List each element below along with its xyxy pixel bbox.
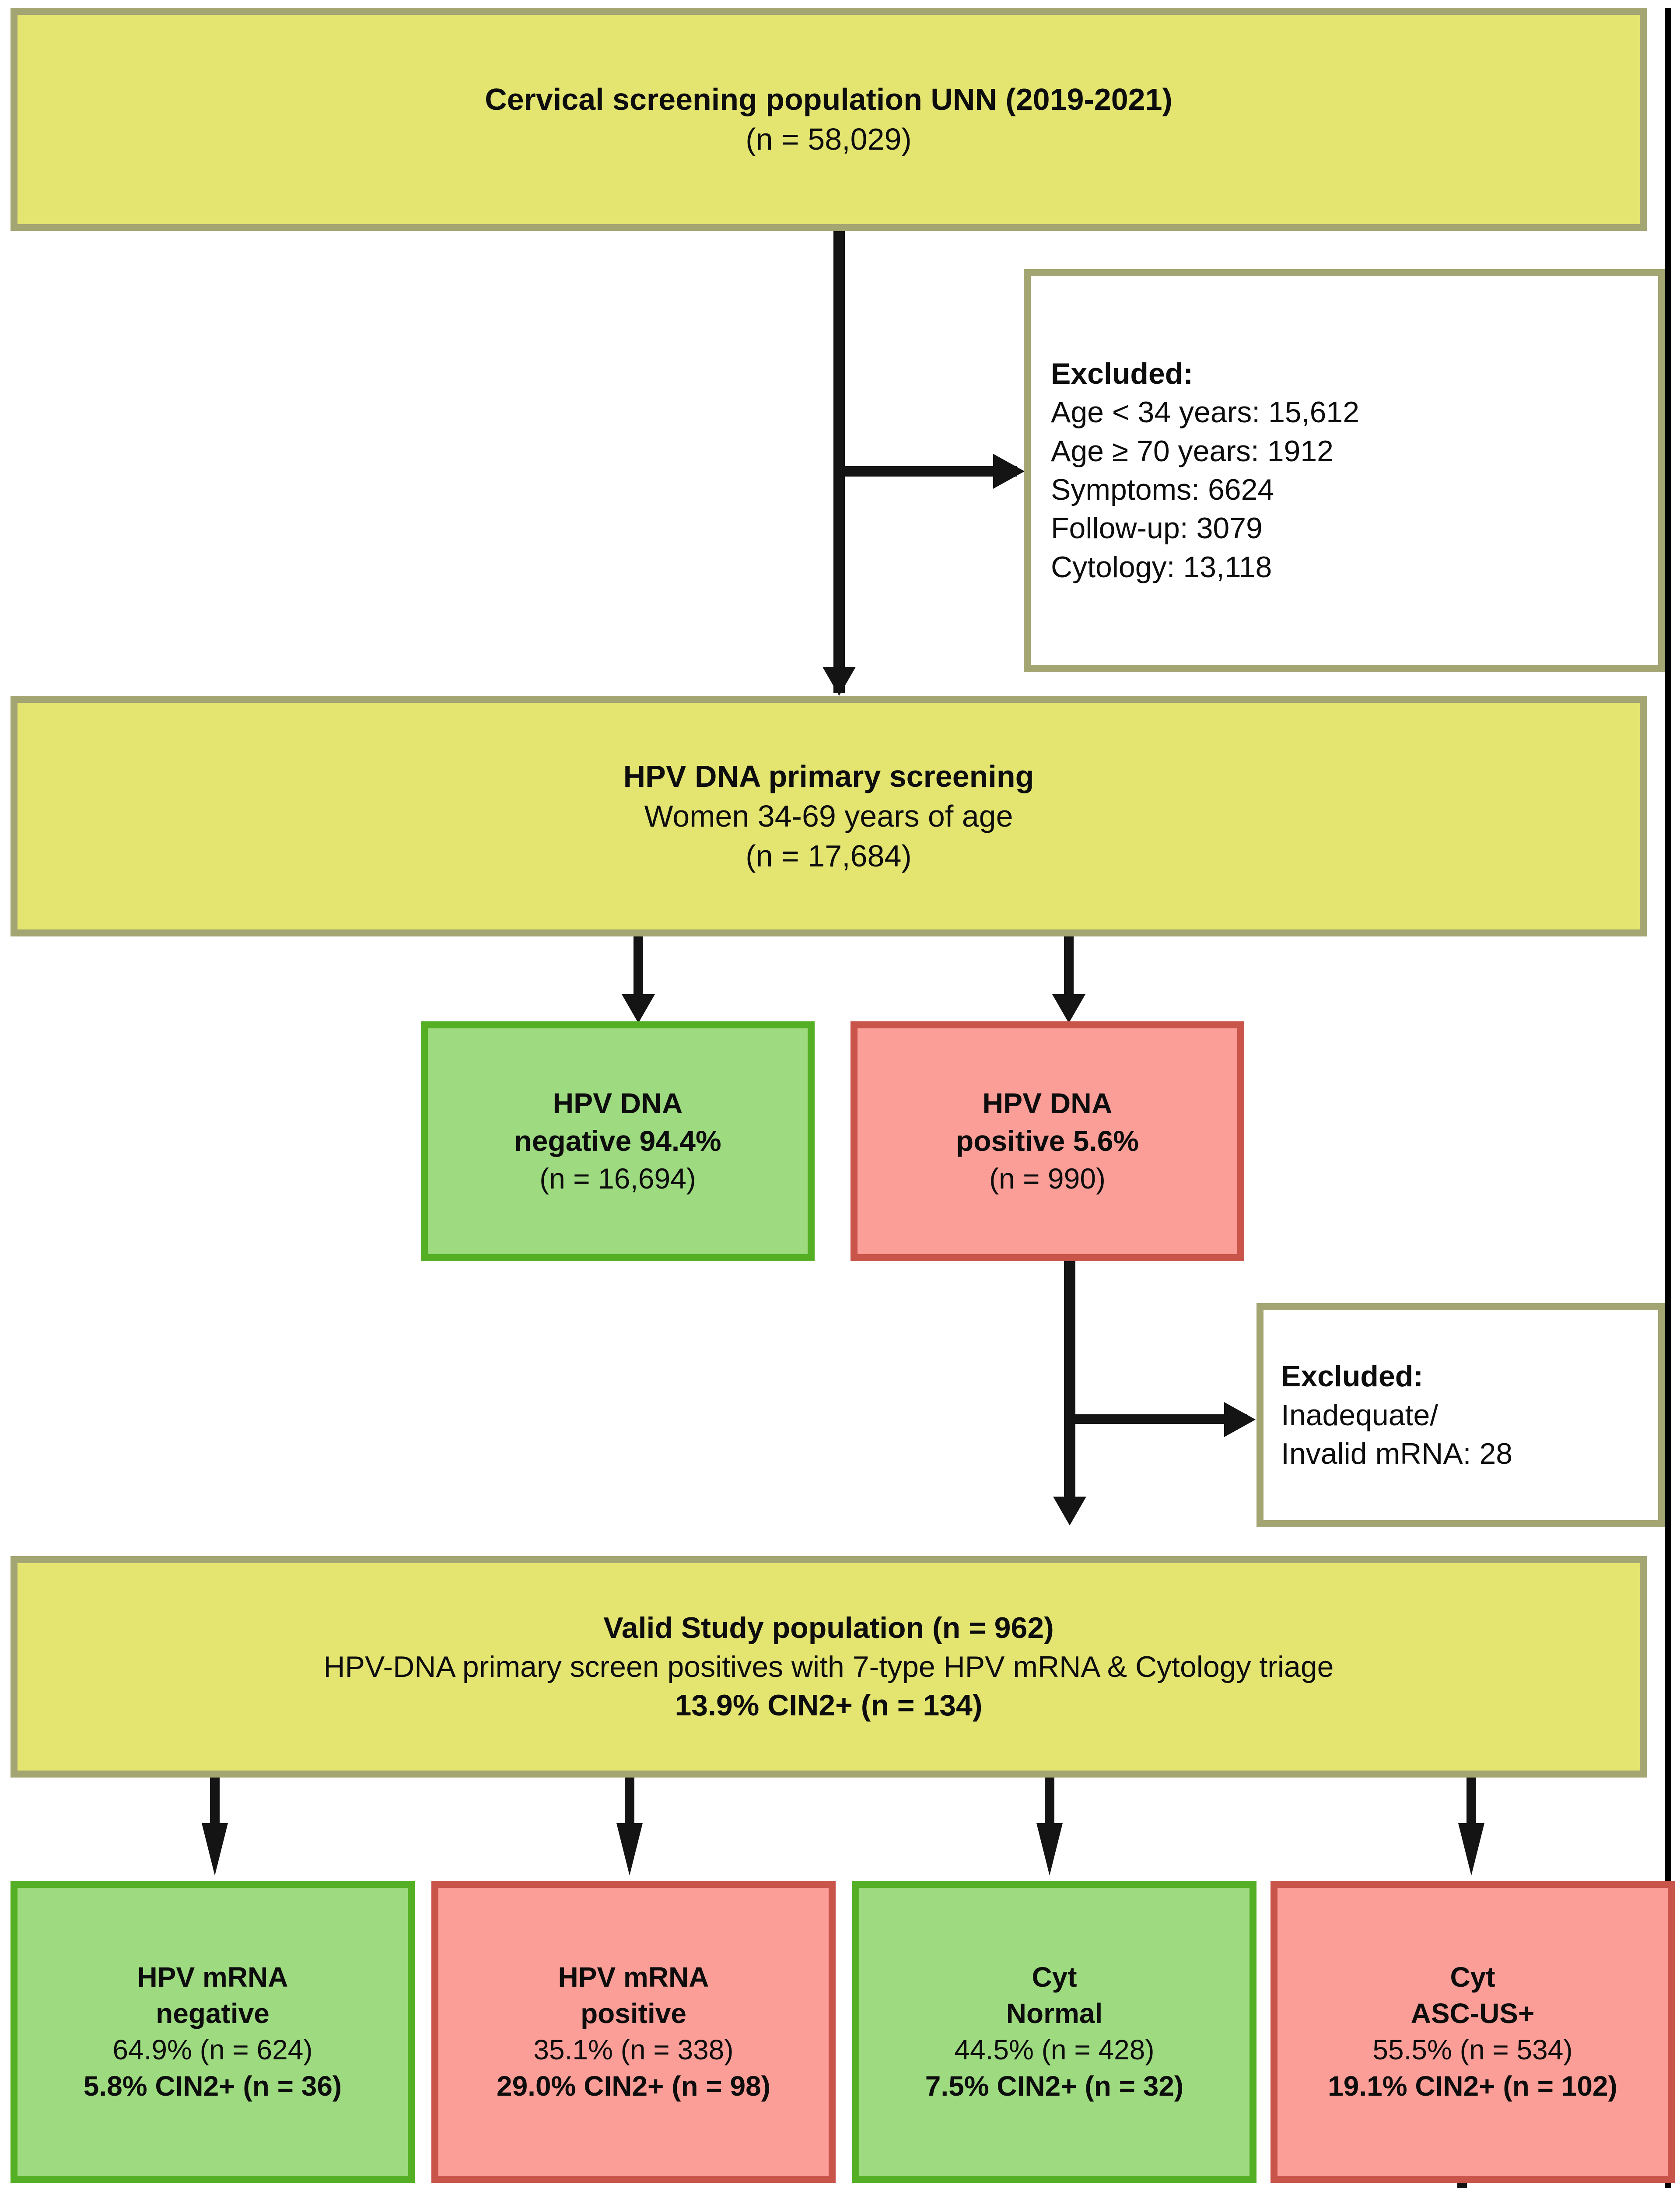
valid-study-population-cin2: 13.9% CIN2+ (n = 134) — [675, 1689, 983, 1722]
node-hpv-dna-negative: HPV DNA negative 94.4% (n = 16,694) — [421, 1021, 815, 1261]
source-population-count: (n = 58,029) — [746, 122, 912, 156]
cyt-normal-status: Normal — [1006, 1997, 1103, 2029]
node-cyt-asc-us-plus: Cyt ASC-US+ 55.5% (n = 534) 19.1% CIN2+ … — [1270, 1881, 1675, 2183]
arrowhead-valid-to-mrna-negative — [202, 1823, 228, 1876]
hpv-dna-positive-title: HPV DNA — [982, 1087, 1113, 1120]
node-cyt-normal: Cyt Normal 44.5% (n = 428) 7.5% CIN2+ (n… — [852, 1881, 1256, 2183]
node-hpv-dna-positive: HPV DNA positive 5.6% (n = 990) — [850, 1021, 1244, 1261]
primary-screening-subtitle: Women 34-69 years of age — [644, 799, 1013, 833]
connector-positive-to-excluded-2 — [1064, 1414, 1247, 1424]
hpv-mrna-negative-cin2: 5.8% CIN2+ (n = 36) — [83, 2070, 342, 2102]
connector-positive-to-valid — [1064, 1261, 1075, 1511]
excluded-2-item-0: Inadequate/ — [1281, 1398, 1438, 1432]
node-excluded-criteria-1: Excluded: Age < 34 years: 15,612 Age ≥ 7… — [1024, 269, 1665, 672]
excluded-1-item-4: Cytology: 13,118 — [1051, 550, 1272, 584]
excluded-2-item-1: Invalid mRNA: 28 — [1281, 1437, 1513, 1471]
cyt-asc-us-status: ASC-US+ — [1410, 1997, 1535, 2029]
arrowhead-screening-to-negative — [622, 994, 655, 1023]
excluded-1-item-0: Age < 34 years: 15,612 — [1051, 396, 1360, 429]
hpv-mrna-positive-cin2: 29.0% CIN2+ (n = 98) — [496, 2070, 771, 2102]
excluded-2-heading: Excluded: — [1281, 1360, 1423, 1393]
hpv-dna-negative-title: HPV DNA — [553, 1087, 683, 1120]
cyt-asc-us-cin2: 19.1% CIN2+ (n = 102) — [1328, 2070, 1617, 2102]
cyt-normal-cin2: 7.5% CIN2+ (n = 32) — [925, 2070, 1184, 2102]
excluded-1-item-3: Follow-up: 3079 — [1051, 512, 1263, 545]
excluded-1-heading: Excluded: — [1051, 357, 1193, 390]
connector-source-to-excluded-1 — [833, 466, 1017, 477]
hpv-mrna-negative-rate: 64.9% (n = 624) — [112, 2034, 313, 2065]
arrowhead-valid-to-cyt-normal — [1036, 1823, 1063, 1876]
hpv-mrna-negative-title: HPV mRNA — [137, 1961, 288, 1993]
hpv-mrna-negative-status: negative — [156, 1997, 270, 2029]
cyt-asc-us-rate: 55.5% (n = 534) — [1372, 2034, 1573, 2065]
node-primary-screening: HPV DNA primary screening Women 34-69 ye… — [10, 696, 1647, 936]
node-hpv-mrna-negative: HPV mRNA negative 64.9% (n = 624) 5.8% C… — [10, 1881, 415, 2183]
arrowhead-source-to-excluded-1 — [993, 454, 1025, 489]
arrowhead-positive-to-valid — [1053, 1497, 1086, 1525]
hpv-mrna-positive-title: HPV mRNA — [558, 1961, 709, 1993]
cyt-asc-us-title: Cyt — [1450, 1961, 1495, 1993]
arrowhead-valid-to-cyt-ascus — [1458, 1823, 1484, 1876]
connector-source-to-screening — [833, 231, 845, 693]
node-valid-study-population: Valid Study population (n = 962) HPV-DNA… — [10, 1556, 1647, 1778]
valid-study-population-title: Valid Study population (n = 962) — [603, 1611, 1054, 1645]
cyt-normal-title: Cyt — [1032, 1961, 1077, 1993]
connector-screening-to-positive — [1064, 936, 1074, 1006]
node-excluded-criteria-2: Excluded: Inadequate/ Invalid mRNA: 28 — [1256, 1303, 1665, 1527]
arrowhead-screening-to-positive — [1052, 994, 1085, 1023]
hpv-dna-negative-count: (n = 16,694) — [539, 1162, 696, 1195]
connector-ascus-to-asch — [1457, 2183, 1467, 2188]
hpv-dna-positive-count: (n = 990) — [989, 1162, 1106, 1195]
arrowhead-valid-to-mrna-positive — [616, 1823, 643, 1876]
hpv-mrna-positive-rate: 35.1% (n = 338) — [533, 2034, 734, 2065]
excluded-1-item-1: Age ≥ 70 years: 1912 — [1051, 434, 1334, 468]
arrowhead-source-to-screening — [822, 667, 856, 696]
hpv-mrna-positive-status: positive — [581, 1997, 686, 2029]
arrowhead-positive-to-excluded-2 — [1224, 1402, 1256, 1437]
node-hpv-mrna-positive: HPV mRNA positive 35.1% (n = 338) 29.0% … — [431, 1881, 836, 2183]
hpv-dna-negative-rate: negative 94.4% — [514, 1125, 721, 1157]
connector-screening-to-negative — [634, 936, 643, 1006]
page-edge-rule — [1665, 8, 1671, 2188]
hpv-dna-positive-rate: positive 5.6% — [956, 1125, 1139, 1157]
primary-screening-count: (n = 17,684) — [746, 838, 912, 873]
node-source-population: Cervical screening population UNN (2019-… — [10, 8, 1647, 231]
cyt-normal-rate: 44.5% (n = 428) — [954, 2034, 1155, 2065]
primary-screening-title: HPV DNA primary screening — [623, 759, 1034, 793]
excluded-1-item-2: Symptoms: 6624 — [1051, 473, 1274, 506]
source-population-title: Cervical screening population UNN (2019-… — [485, 82, 1172, 116]
valid-study-population-description: HPV-DNA primary screen positives with 7-… — [323, 1650, 1334, 1683]
